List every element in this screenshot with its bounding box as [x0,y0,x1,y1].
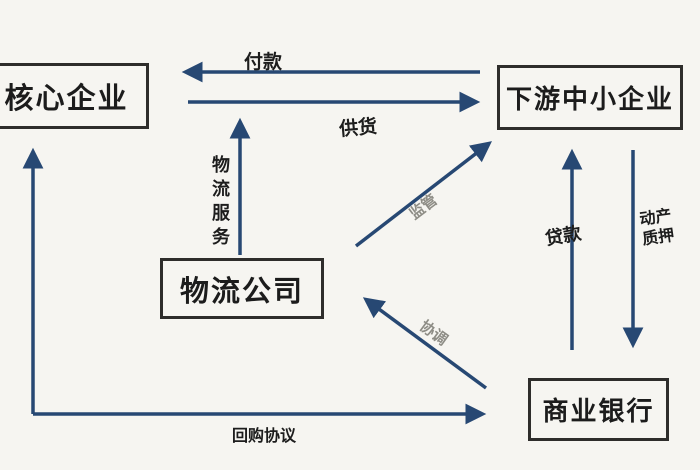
node-downstream-sme-label: 下游中小企业 [505,85,674,114]
node-commercial-bank: 商业银行 [528,378,669,441]
edge-label-supply: 供货 [338,116,379,141]
edge-label-payment: 付款 [244,52,283,73]
arrow-supervision [354,141,492,248]
edge-label-chattel-pledge: 动产质押 [638,207,676,249]
node-core-enterprise: 核心企业 [0,63,149,129]
node-logistics-company-label: 物流公司 [179,275,304,308]
edge-label-repurchase-agreement: 回购协议 [232,428,297,445]
node-downstream-sme: 下游中小企业 [497,65,683,130]
node-logistics-company: 物流公司 [160,258,324,319]
node-commercial-bank-label: 商业银行 [542,397,655,426]
edge-label-logistics-service: 物流服务 [210,155,230,251]
arrow-coordination [362,297,488,390]
node-core-enterprise-label: 核心企业 [4,83,129,115]
